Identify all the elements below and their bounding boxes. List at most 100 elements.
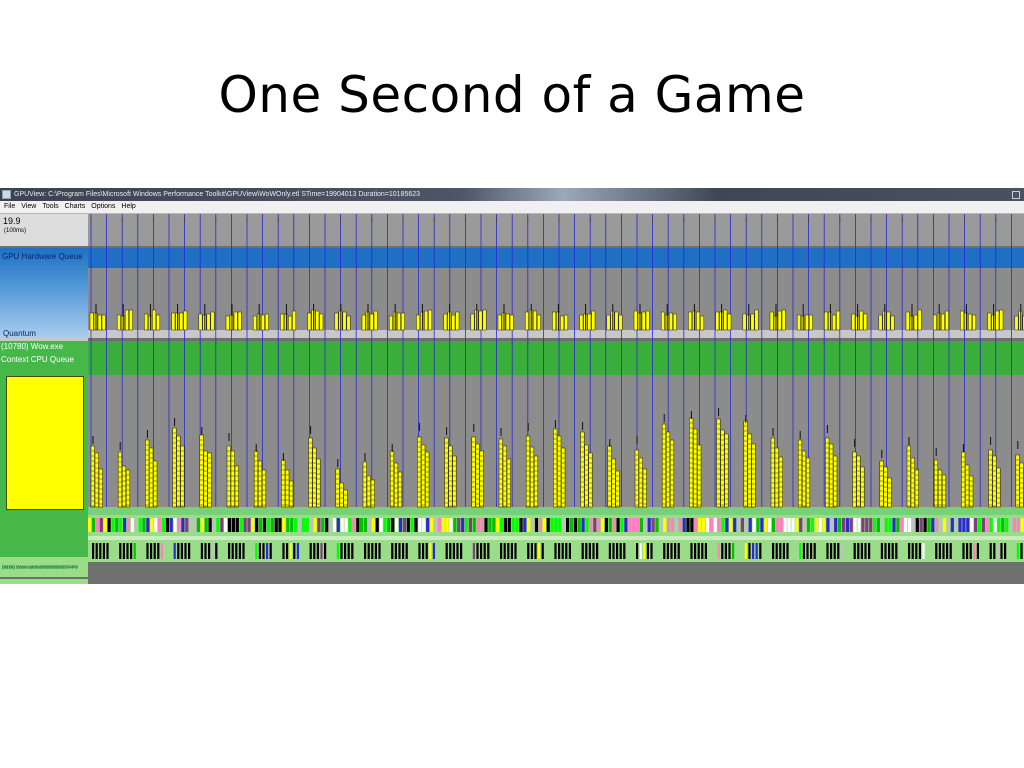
thread-1-segment (161, 518, 166, 532)
thread-2-segment (160, 543, 163, 559)
gpu-packet-bar (206, 313, 211, 331)
thread-2-segment (853, 543, 856, 559)
thread-1-segment (91, 518, 96, 532)
gpu-packet-bar (536, 314, 541, 331)
gpu-packet-bar (233, 311, 238, 331)
cpu-packet-bar (397, 471, 403, 508)
thread-2-segment (480, 543, 483, 559)
thread-2-segment (367, 543, 370, 559)
thread-1-segment (966, 518, 970, 532)
cpu-packet-bar (693, 428, 698, 508)
menu-charts[interactable]: Charts (64, 203, 86, 210)
thread-1-segment (88, 518, 92, 532)
gpu-packet-bar (552, 311, 557, 331)
thread-2-segment (231, 543, 234, 559)
thread-1-segment (430, 518, 434, 532)
gpu-packet-bar (252, 315, 257, 331)
thread-1-segment (468, 518, 472, 532)
gpu-packet-bar (859, 310, 864, 331)
thread-2-segment (636, 543, 639, 559)
thread-1-segment (923, 518, 927, 532)
thread-1-segment (259, 518, 263, 532)
cpu-packet-bar (253, 450, 259, 508)
cpu-packet-bar (724, 433, 729, 508)
cpu-packet-bar (257, 460, 263, 508)
menu-file[interactable]: File (4, 203, 16, 210)
gpu-packet-bar (723, 309, 728, 331)
thread-row-label-1[interactable]: (9276) Wow.exe!0x000000000001323 (0, 557, 88, 577)
gpu-packet-bar (618, 314, 623, 331)
gpu-packet-bar (863, 313, 868, 331)
thread-2-segment (456, 543, 459, 559)
thread-2-segment (500, 543, 503, 559)
gpu-packet-bar (280, 313, 285, 331)
cpu-packet-bar (607, 445, 612, 508)
thread-1-segment (165, 518, 169, 532)
cpu-packet-bar (805, 457, 811, 508)
thread-1-segment (911, 518, 915, 532)
thread-1-segment (305, 518, 309, 532)
cpu-packet-bar (285, 469, 290, 508)
thread-2-segment (775, 543, 778, 559)
menu-view[interactable]: View (21, 203, 37, 210)
thread-1-segment (873, 518, 877, 532)
gpu-packet-bar (97, 314, 102, 331)
thread-1-segment (290, 518, 294, 532)
gpu-packet-bar (606, 314, 611, 331)
window-control-icon[interactable] (1012, 191, 1020, 199)
gpu-packet-bar (396, 312, 401, 331)
thread-1-segment (383, 518, 387, 532)
thread-2-segment (888, 543, 891, 559)
thread-1-segment (344, 518, 348, 532)
thread-1-segment (185, 518, 189, 532)
thread-2-segment (422, 543, 425, 559)
thread-1-segment (632, 518, 636, 532)
timeline-graph[interactable] (88, 214, 1024, 584)
thread-2-segment (946, 543, 949, 559)
thread-1-segment (422, 518, 426, 532)
thread-1-segment (651, 518, 655, 532)
thread-2-segment (650, 543, 653, 559)
thread-2-segment (744, 543, 747, 559)
thread-1-segment (861, 518, 865, 532)
thread-1-segment (663, 518, 667, 532)
gpu-packet-bar (804, 314, 809, 331)
thread-2-segment (813, 543, 816, 559)
gpu-packet-bar (532, 310, 537, 331)
window-titlebar[interactable]: GPUView: C:\Program Files\Microsoft Wind… (0, 188, 1024, 201)
gpu-packet-bar (388, 315, 393, 331)
gpu-packet-bar (346, 315, 351, 331)
thread-2-segment (507, 543, 510, 559)
cpu-packet-bar (801, 450, 807, 508)
timeline-label[interactable]: 19.9 (100ms) (0, 214, 88, 246)
menu-options[interactable]: Options (91, 203, 116, 210)
slide-title: One Second of a Game (218, 66, 806, 124)
thread-label-2: (8356) D3D9.dll!0x000000000117AF0 (2, 565, 78, 570)
cpu-packet-bar (996, 467, 1001, 508)
timeline-track-bg (88, 214, 1024, 246)
gpu-queue-label[interactable]: GPU Hardware Queue Quantum (0, 248, 88, 338)
cpu-packet-bar (180, 445, 185, 508)
thread-row-label-2[interactable]: (8356) D3D9.dll!0x000000000117AF0 (0, 565, 88, 584)
gpu-packet-bar (451, 314, 456, 331)
thread-2-segment (639, 543, 642, 559)
thread-1-segment (375, 518, 379, 532)
cpu-packet-bar (207, 452, 212, 508)
gpu-packet-bar (777, 310, 782, 331)
thread-1-segment (643, 518, 647, 532)
menu-help[interactable]: Help (121, 203, 136, 210)
thread-1-segment (597, 518, 601, 532)
thread-1-segment (764, 518, 768, 532)
gpu-packet-bar (727, 313, 732, 331)
process-color-swatch (6, 376, 84, 510)
cpu-packet-bar (797, 439, 803, 508)
menu-tools[interactable]: Tools (42, 203, 59, 210)
thread-1-segment (573, 518, 577, 532)
process-label[interactable]: (10780) Wow.exe Context CPU Queue (0, 341, 88, 557)
thread-2-segment (286, 543, 289, 559)
cpu-packet-bar (289, 480, 294, 508)
gpu-packet-bar (999, 309, 1004, 331)
thread-1-segment (593, 518, 597, 532)
menubar: File View Tools Charts Options Help (0, 201, 1024, 214)
gpu-packet-bar (101, 314, 106, 331)
